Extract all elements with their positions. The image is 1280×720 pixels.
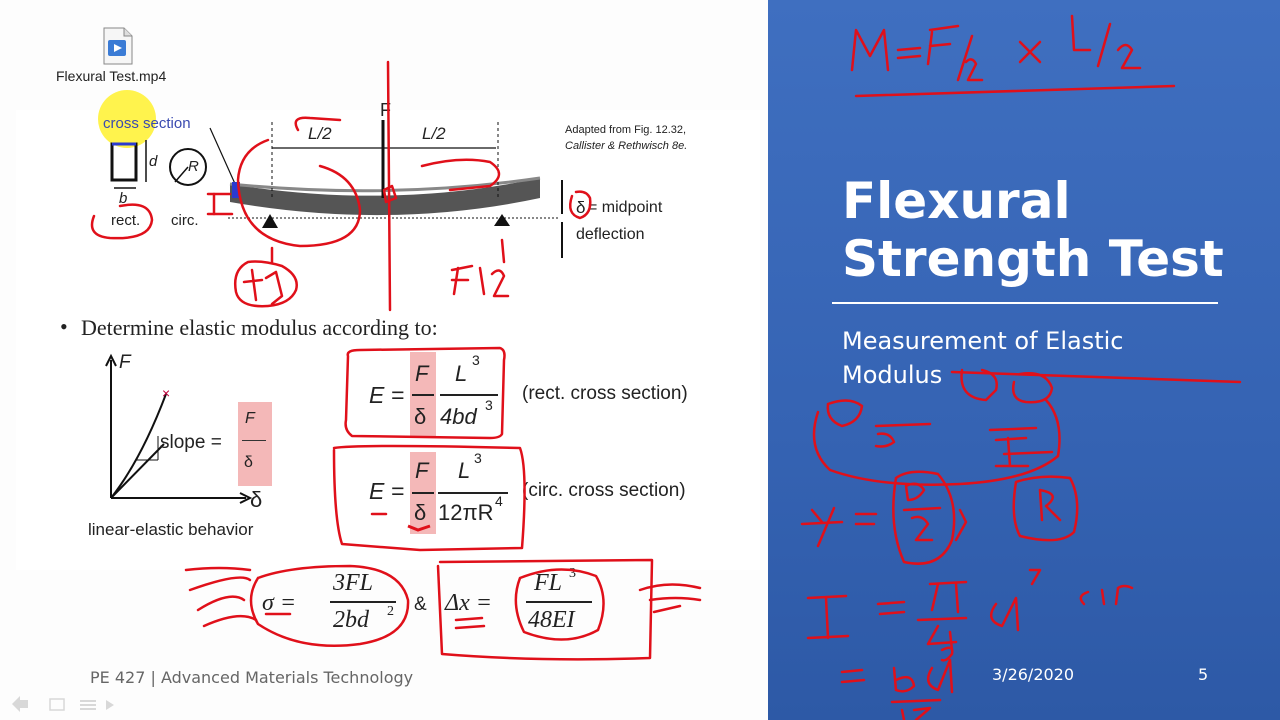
linear-elastic-label: linear-elastic behavior [88, 520, 254, 539]
beam-diagram [110, 120, 563, 258]
eq1-den: 4bd [440, 404, 477, 429]
dx-num-exp: 3 [569, 566, 576, 581]
file-label[interactable]: Flexural Test.mp4 [56, 68, 167, 84]
eq2-den-exp: 4 [495, 493, 503, 509]
circ-label: circ. [171, 212, 199, 229]
ampersand: & [414, 594, 427, 615]
slide-nav-controls[interactable] [10, 696, 120, 714]
video-file-icon[interactable] [100, 26, 134, 66]
footer-date: 3/26/2020 [992, 665, 1075, 684]
eq1-frac-den: δ [414, 404, 427, 429]
eq1-L-exp: 3 [472, 352, 480, 368]
cross-section-label: cross section [103, 115, 191, 132]
svg-text:×: × [162, 385, 170, 401]
graph-x-label: δ [250, 487, 263, 512]
slide-right-panel [768, 0, 1280, 720]
dx-bar [526, 601, 592, 603]
bullet-dot: • [60, 314, 68, 339]
cursor-highlight [98, 90, 156, 148]
eq2-bar1 [412, 492, 434, 494]
slope-den: δ [244, 454, 253, 471]
eq1-frac-num: F [415, 361, 429, 386]
eq1-lhs: E = [369, 382, 405, 408]
sigma-den-exp: 2 [387, 604, 394, 619]
subtitle-line1: Measurement of Elastic [842, 327, 1124, 355]
eq2-frac-num: F [415, 458, 429, 483]
eq2-lhs: E = [369, 478, 405, 504]
dim-b-label: b [119, 190, 128, 207]
bullet-text: Determine elastic modulus according to: [81, 315, 438, 340]
eq2-frac-den: δ [414, 500, 427, 525]
half-span-left: L/2 [308, 124, 332, 143]
eq1-bar2 [440, 394, 498, 396]
title-line2: Strength Test [842, 230, 1224, 288]
radius-label: R [188, 158, 199, 175]
dx-lhs: Δx = [445, 590, 492, 616]
eq1-note: (rect. cross section) [522, 383, 688, 404]
sigma-lhs: σ = [262, 590, 297, 616]
slope-text: slope = [160, 432, 222, 453]
footer-course: PE 427 | Advanced Materials Technology [90, 668, 414, 687]
sigma-num: 3FL [333, 570, 374, 596]
eq2-L-exp: 3 [474, 450, 482, 466]
sigma-bar [330, 601, 396, 603]
eq2-note: (circ. cross section) [522, 480, 686, 501]
slide-title: Flexural Strength Test [842, 172, 1224, 288]
footer-page-number: 5 [1198, 665, 1209, 684]
adapted-line2: Callister & Rethwisch 8e. [565, 140, 688, 152]
deflection-label: deflection [576, 226, 645, 243]
eq2-L: L [458, 458, 471, 483]
subtitle-line2: Modulus [842, 361, 943, 389]
midpoint-label: = midpoint [588, 199, 663, 216]
title-rule [832, 302, 1218, 304]
slope-num: F [245, 410, 255, 427]
half-span-right: L/2 [422, 124, 446, 143]
eq1-den-exp: 3 [485, 397, 493, 413]
stress-strain-graph: × [105, 353, 253, 504]
dx-den: 48EI [528, 607, 575, 633]
graph-y-label: F [119, 352, 131, 373]
adapted-line1: Adapted from Fig. 12.32, [565, 124, 687, 136]
eq1-bar1 [412, 394, 434, 396]
dx-num: FL [534, 570, 563, 596]
slope-bar [242, 440, 266, 441]
eq2-den: 12πR [438, 500, 494, 525]
delta-symbol: δ [576, 198, 586, 217]
slide-subtitle: Measurement of Elastic Modulus [842, 324, 1123, 392]
force-label: F [380, 100, 391, 120]
slope-highlight [238, 402, 272, 486]
dim-d-label: d [149, 153, 158, 170]
rect-label: rect. [111, 212, 141, 229]
sigma-den: 2bd [333, 607, 369, 633]
eq1-L: L [455, 361, 468, 386]
title-line1: Flexural [842, 172, 1071, 230]
